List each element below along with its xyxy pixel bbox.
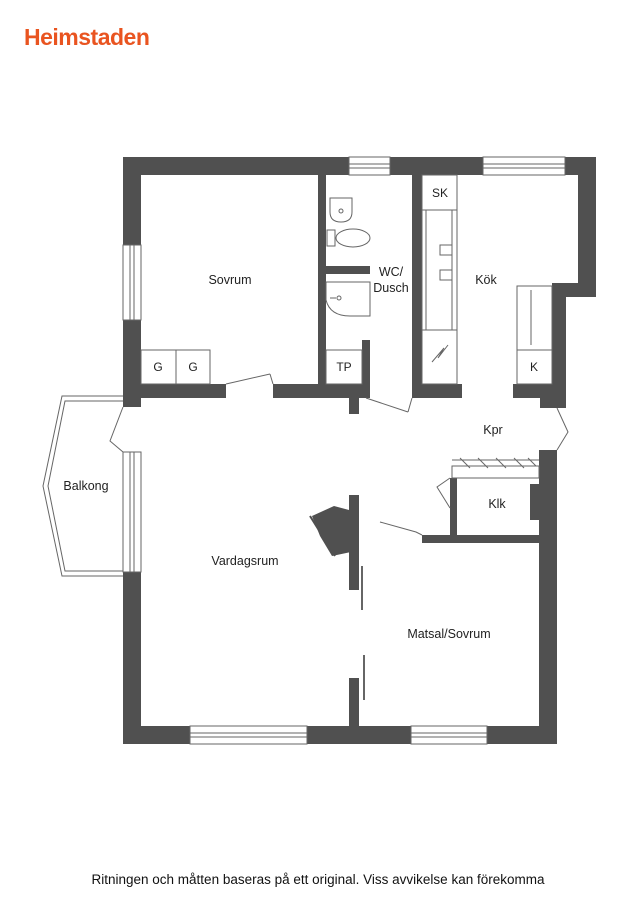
fixture-sk: SK	[432, 186, 448, 200]
toilet-icon	[326, 229, 336, 247]
door-matsal	[379, 521, 423, 536]
wall-closet-left	[450, 478, 457, 538]
wall-tp-right	[362, 340, 370, 398]
fixture-g2: G	[188, 360, 197, 374]
wall-top-left	[123, 157, 349, 175]
heimstaden-logo: Heimstaden	[24, 24, 150, 50]
window-bottom-right	[410, 725, 488, 745]
wall-right-lower	[539, 450, 557, 744]
fixture-g1: G	[153, 360, 162, 374]
door-bath	[365, 397, 409, 413]
wall-left-lower	[123, 572, 141, 744]
stove-icon	[431, 344, 449, 363]
fixtures	[140, 174, 553, 479]
kitchen-counter-right	[516, 285, 553, 385]
wall-kitchen-left	[412, 175, 422, 398]
door-sovrum	[225, 373, 271, 385]
room-balkong: Balkong	[63, 479, 108, 493]
wardrobe-2	[175, 349, 211, 385]
wall-sovrum-bottom-left	[123, 384, 226, 398]
room-sovrum: Sovrum	[208, 273, 251, 287]
wall-closet-bottom	[422, 535, 552, 543]
wall-top-mid	[390, 157, 483, 175]
room-kok: Kök	[475, 273, 497, 287]
kitchen-counter-left	[421, 174, 458, 385]
window-top-bath	[348, 156, 391, 176]
window-top-kitchen	[482, 156, 566, 176]
room-kpr: Kpr	[483, 423, 502, 437]
wall-bath-mid	[326, 266, 370, 274]
room-wc: WC/	[379, 265, 404, 279]
wall-left-upper	[123, 157, 141, 245]
wall-kitchen-bottom-left	[412, 384, 462, 398]
wall-closet-inner	[530, 484, 540, 520]
room-matsal: Matsal/Sovrum	[407, 627, 490, 641]
fixture-k: K	[530, 360, 538, 374]
disclaimer-text: Ritningen och måtten baseras på ett orig…	[91, 872, 545, 887]
window-left-balcony	[122, 451, 142, 573]
fireplace	[312, 506, 359, 556]
door-balcony	[109, 406, 124, 453]
windows	[122, 156, 566, 745]
balcony	[42, 395, 123, 577]
tp-box	[325, 349, 363, 385]
sink-icon	[329, 197, 353, 223]
wall-kitchen-right-lower	[552, 283, 566, 408]
wall-stub-kitchen	[540, 398, 554, 408]
room-dusch: Dusch	[373, 281, 408, 295]
wall-bath-left	[318, 175, 326, 398]
walls	[123, 157, 596, 744]
door-entrance	[556, 407, 569, 451]
room-vardagsrum: Vardagsrum	[211, 554, 278, 568]
doors	[109, 373, 569, 700]
wall-partition-lower	[349, 678, 359, 726]
wall-stub-bath	[349, 398, 359, 414]
window-left-sovrum	[122, 244, 142, 321]
window-bottom-left	[189, 725, 308, 745]
wall-kitchen-bottom-right	[513, 384, 566, 398]
room-klk: Klk	[488, 497, 506, 511]
door-closet	[436, 477, 451, 509]
wall-bottom-mid	[307, 726, 411, 744]
fixture-tp: TP	[336, 360, 351, 374]
wall-kitchen-right	[578, 157, 596, 297]
wall-bottom-left	[123, 726, 190, 744]
shower-icon	[325, 281, 371, 317]
